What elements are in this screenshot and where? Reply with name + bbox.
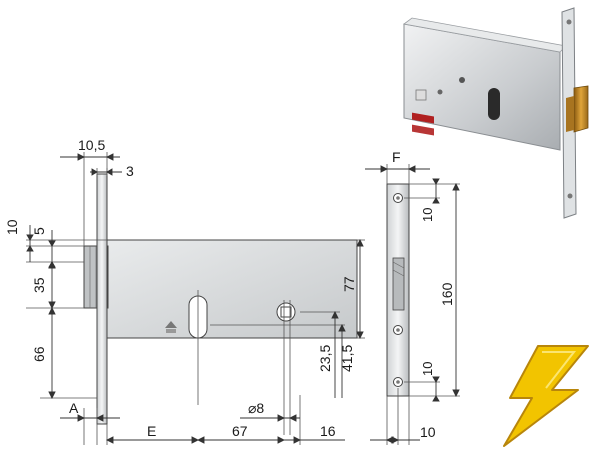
dim-23-5: 23,5 (317, 345, 333, 372)
dim-E: E (147, 423, 156, 439)
dim-side-10-bottom: 10 (420, 362, 435, 376)
dim-10-5: 10,5 (78, 137, 105, 153)
dim-67: 67 (232, 423, 248, 439)
dim-diameter-8: ⌀8 (248, 400, 264, 416)
faceplate (96, 173, 108, 425)
dim-35: 35 (31, 277, 47, 293)
side-view: F 10 160 10 10 (365, 149, 460, 445)
dim-10: 10 (4, 219, 20, 235)
lock-photo-icon (403, 7, 589, 219)
dim-5: 5 (31, 227, 47, 235)
dim-16: 16 (320, 423, 336, 439)
dim-side-10-top: 10 (420, 208, 435, 222)
dim-3: 3 (126, 163, 134, 179)
dim-F: F (392, 149, 401, 165)
dim-41-5: 41,5 (339, 345, 355, 372)
dim-77: 77 (341, 276, 357, 292)
lock-case (106, 239, 358, 339)
dim-A: A (69, 400, 79, 416)
dim-side-10-width: 10 (420, 424, 436, 440)
dim-160: 160 (439, 282, 455, 306)
front-view: 10,5 3 10 5 35 66 77 23,5 41,5 A E 67 16… (4, 137, 365, 445)
dim-66: 66 (31, 346, 47, 362)
lightning-bolt-icon (503, 345, 589, 447)
